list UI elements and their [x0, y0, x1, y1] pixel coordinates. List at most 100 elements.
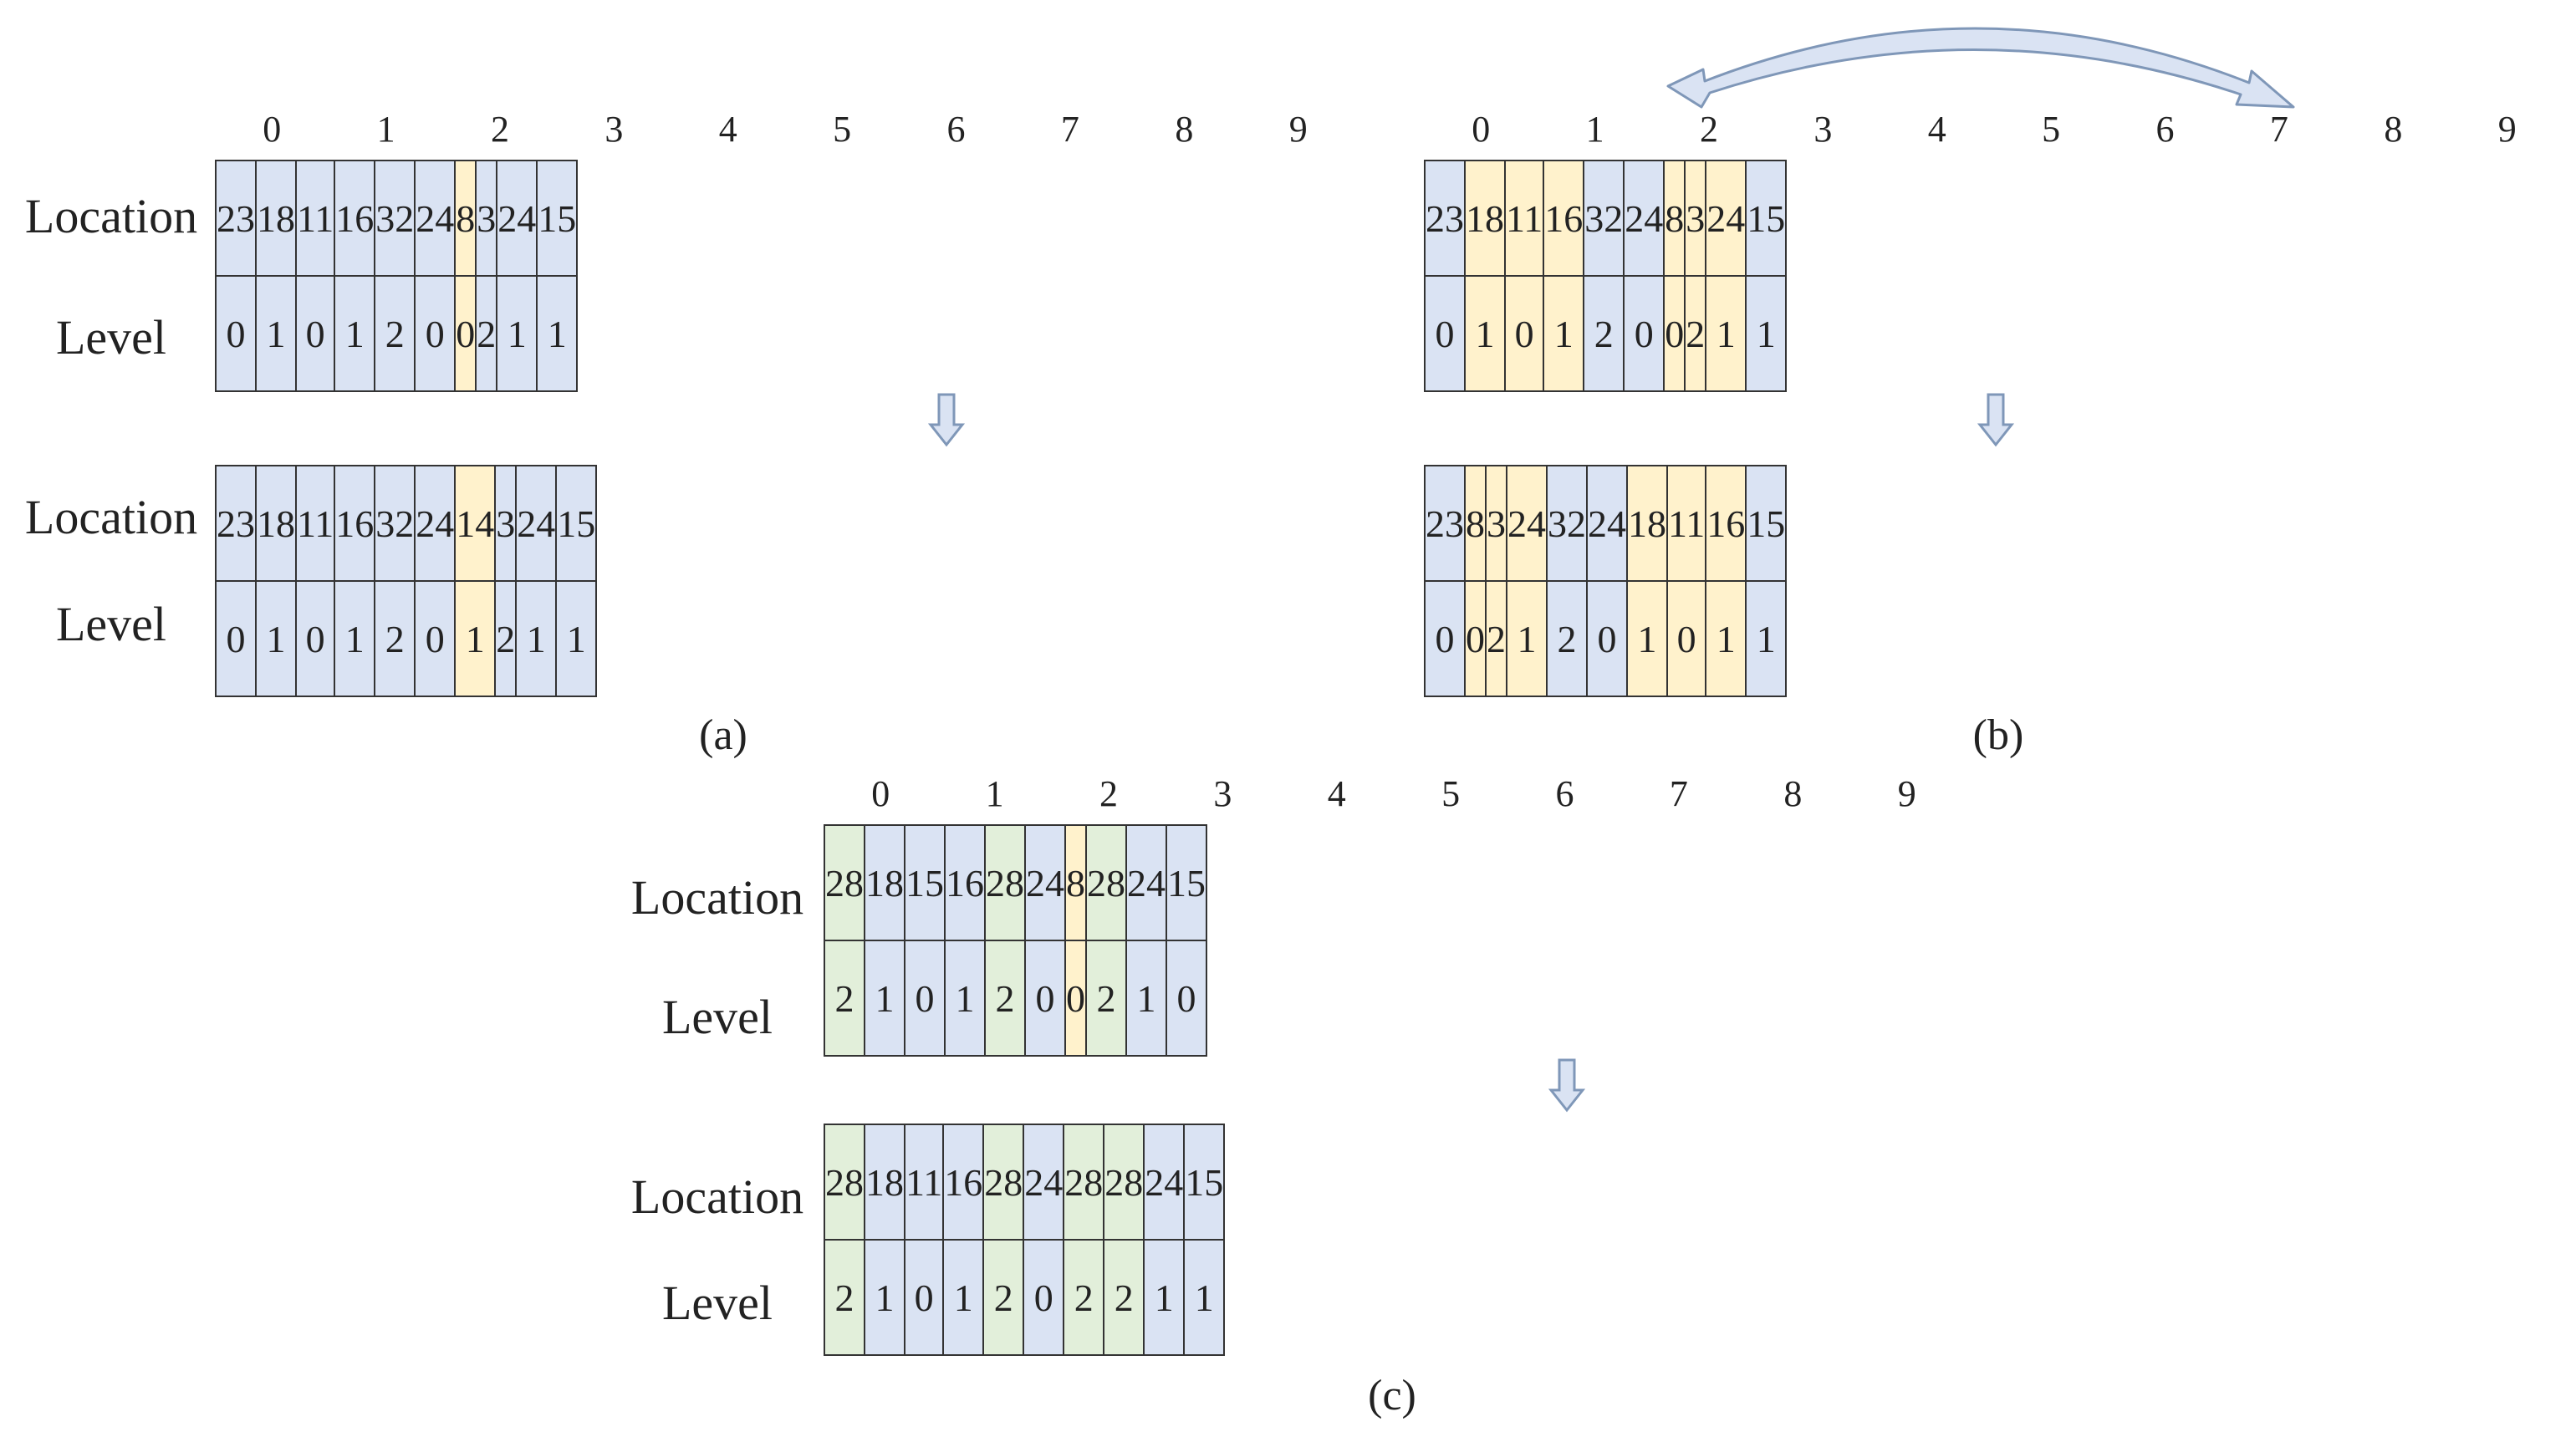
- location-cell: 16: [942, 1124, 985, 1241]
- level-label-c2: Level: [661, 1276, 773, 1330]
- level-cell: 1: [1143, 1239, 1186, 1356]
- location-cell: 24: [414, 160, 457, 277]
- level-cell: 2: [475, 275, 498, 392]
- level-cell: 2: [1583, 275, 1625, 392]
- level-cell: 1: [944, 940, 986, 1057]
- location-label-a1: Location: [24, 189, 198, 243]
- location-cell: 15: [1745, 160, 1788, 277]
- location-cell: 24: [1023, 1124, 1065, 1241]
- level-cell: 2: [374, 580, 416, 697]
- column-index: 1: [985, 773, 1004, 814]
- column-index: 4: [1327, 773, 1346, 814]
- level-cell: 2: [1546, 580, 1588, 697]
- location-cell: 23: [215, 465, 257, 582]
- level-cell: 0: [1424, 580, 1466, 697]
- level-cell: 2: [1103, 1239, 1145, 1356]
- level-cell: 1: [1125, 940, 1167, 1057]
- level-cell: 1: [255, 275, 297, 392]
- location-label-c1: Location: [630, 870, 804, 925]
- level-cell: 1: [334, 275, 376, 392]
- location-cell: 3: [1485, 465, 1507, 582]
- level-cell: 0: [1464, 580, 1487, 697]
- level-cell: 1: [1506, 580, 1548, 697]
- caption-c: (c): [1368, 1372, 1416, 1419]
- caption-b: (b): [1972, 711, 2024, 759]
- column-index: 4: [1927, 109, 1946, 150]
- location-cell: 16: [1705, 465, 1747, 582]
- down-arrow-a: [928, 393, 965, 447]
- location-cell: 11: [1503, 160, 1545, 277]
- level-cell: 1: [864, 1239, 905, 1356]
- column-index: 2: [1099, 773, 1118, 814]
- level-label-a1: Level: [55, 310, 167, 364]
- level-label-a2: Level: [55, 597, 167, 651]
- column-index: 5: [833, 109, 852, 150]
- location-cell: 14: [454, 465, 497, 582]
- location-cell: 28: [1085, 824, 1127, 941]
- location-cell: 28: [984, 824, 1026, 941]
- column-index: 2: [1699, 109, 1718, 150]
- column-index: 6: [1555, 773, 1574, 814]
- caption-a: (a): [699, 711, 747, 759]
- column-index: 9: [1897, 773, 1916, 814]
- level-cell: 1: [1183, 1239, 1226, 1356]
- level-cell: 0: [903, 1239, 945, 1356]
- location-cell: 16: [334, 465, 376, 582]
- location-cell: 24: [1586, 465, 1628, 582]
- level-cell: 0: [1023, 1239, 1065, 1356]
- location-cell: 8: [1464, 465, 1487, 582]
- column-index: 8: [2384, 109, 2403, 150]
- location-label-a2: Location: [24, 490, 198, 544]
- column-index: 3: [1213, 773, 1232, 814]
- column-index: 7: [2269, 109, 2288, 150]
- level-cell: 2: [494, 580, 518, 697]
- location-cell: 24: [496, 160, 538, 277]
- column-index: 3: [1813, 109, 1833, 150]
- location-cell: 8: [1064, 824, 1087, 941]
- level-cell: 0: [1064, 940, 1087, 1057]
- column-index: 6: [946, 109, 966, 150]
- level-cell: 0: [454, 275, 477, 392]
- location-label-c2: Location: [630, 1169, 804, 1224]
- location-cell: 18: [255, 465, 297, 582]
- location-cell: 15: [1166, 824, 1207, 941]
- location-cell: 8: [454, 160, 477, 277]
- location-cell: 3: [1684, 160, 1707, 277]
- level-cell: 1: [496, 275, 538, 392]
- location-cell: 32: [374, 465, 416, 582]
- column-index: 0: [263, 109, 282, 150]
- level-cell: 1: [1626, 580, 1668, 697]
- location-cell: 15: [536, 160, 579, 277]
- location-cell: 24: [1125, 824, 1167, 941]
- location-cell: 11: [1665, 465, 1707, 582]
- location-cell: 24: [515, 465, 558, 582]
- column-index: 4: [718, 109, 737, 150]
- level-cell: 0: [1663, 275, 1686, 392]
- column-index: 8: [1175, 109, 1194, 150]
- location-cell: 15: [1183, 1124, 1226, 1241]
- level-cell: 1: [1705, 275, 1747, 392]
- level-cell: 1: [1745, 275, 1788, 392]
- column-index: 7: [1060, 109, 1079, 150]
- level-cell: 2: [984, 940, 1026, 1057]
- level-cell: 1: [515, 580, 558, 697]
- level-cell: 0: [1024, 940, 1066, 1057]
- location-cell: 15: [904, 824, 946, 941]
- level-label-c1: Level: [661, 990, 773, 1044]
- level-cell: 0: [1665, 580, 1707, 697]
- location-cell: 16: [334, 160, 376, 277]
